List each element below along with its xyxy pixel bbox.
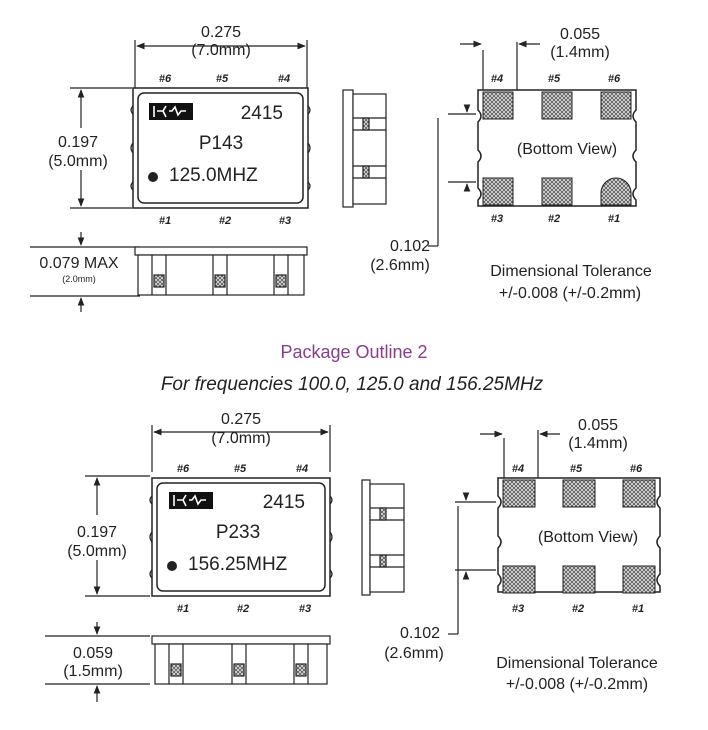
width-mm-label: (7.0mm) xyxy=(191,42,251,59)
pad-pitch-dimension xyxy=(460,40,540,90)
pin-3-label: #3 xyxy=(279,215,291,227)
pad-spacing-mm-label-2: (2.6mm) xyxy=(384,645,444,662)
bv-pin-6-label: #6 xyxy=(608,73,621,85)
width-mm-label-2: (7.0mm) xyxy=(211,430,271,447)
height-inch-label-2: 0.197 xyxy=(77,524,117,541)
height-mm-label: (5.0mm) xyxy=(48,153,108,170)
pad-pitch-inch-label-2: 0.055 xyxy=(578,417,618,434)
height-inch-label: 0.197 xyxy=(58,134,98,151)
pad-spacing-mm-label: (2.6mm) xyxy=(370,257,430,274)
pad-pitch-dimension-2 xyxy=(480,430,560,478)
outline-1: 0.275 (7.0mm) #6 #5 #4 0.197 (5.0mm) xyxy=(30,24,652,312)
tolerance-value: +/-0.008 (+/-0.2mm) xyxy=(499,285,641,302)
pad-spacing-inch-label-2: 0.102 xyxy=(400,625,440,642)
height-mm-label-2: (5.0mm) xyxy=(67,543,127,560)
pin-3-label-2: #3 xyxy=(299,603,311,615)
pin-1-dot xyxy=(148,172,158,182)
bv-pin-2-label-2: #2 xyxy=(572,603,584,615)
top-view-package-2: 2415 P233 156.25MHZ xyxy=(149,477,333,597)
side-view-vertical xyxy=(342,89,387,208)
bottom-view-label-2: (Bottom View) xyxy=(538,529,638,546)
section-heading: Package Outline 2 xyxy=(280,342,427,362)
bv-pin-4-label: #4 xyxy=(491,73,503,85)
pin-2-label: #2 xyxy=(219,215,231,227)
width-inch-label: 0.275 xyxy=(201,24,241,41)
pin-1-label: #1 xyxy=(159,215,171,227)
thickness-mm-label: (2.0mm) xyxy=(62,274,96,284)
chip-line-2: P143 xyxy=(199,133,243,154)
width-dimension-2 xyxy=(151,425,331,472)
side-view-vertical-2 xyxy=(361,479,405,596)
side-view-horizontal-2 xyxy=(151,635,331,685)
chip-line-3-2: 156.25MHZ xyxy=(188,554,288,575)
pin-5-label: #5 xyxy=(216,73,229,85)
bottom-view-package xyxy=(477,89,637,207)
pin-1-label-2: #1 xyxy=(177,603,189,615)
pin-4-label: #4 xyxy=(278,73,290,85)
bottom-view-label: (Bottom View) xyxy=(517,141,617,158)
pin-6-label: #6 xyxy=(159,73,172,85)
top-view-package: 2415 P143 125.0MHZ xyxy=(130,87,311,209)
side-view-horizontal xyxy=(134,246,308,296)
bv-pin-4-label-2: #4 xyxy=(512,463,524,475)
chip-line-1-2: 2415 xyxy=(263,492,305,513)
pad-pitch-mm-label-2: (1.4mm) xyxy=(568,435,628,452)
pad-pitch-inch-label: 0.055 xyxy=(560,26,600,43)
pad-spacing-dimension xyxy=(428,104,476,247)
pin-6-label-2: #6 xyxy=(177,463,190,475)
bv-pin-3-label-2: #3 xyxy=(512,603,524,615)
pad-spacing-dimension-2 xyxy=(448,492,496,635)
bv-pin-6-label-2: #6 xyxy=(630,463,643,475)
pin-1-dot-2 xyxy=(167,561,177,571)
pin-2-label-2: #2 xyxy=(237,603,249,615)
width-dimension xyxy=(134,40,308,90)
bv-pin-2-label: #2 xyxy=(548,213,560,225)
pin-4-label-2: #4 xyxy=(296,463,308,475)
bottom-view-package-2 xyxy=(497,477,661,594)
pad-spacing-inch-label: 0.102 xyxy=(390,238,430,255)
width-inch-label-2: 0.275 xyxy=(221,411,261,428)
pin-5-label-2: #5 xyxy=(234,463,247,475)
tolerance-title-2: Dimensional Tolerance xyxy=(496,655,658,672)
thickness-mm-label-2: (1.5mm) xyxy=(63,663,123,680)
tolerance-title: Dimensional Tolerance xyxy=(490,263,652,280)
bv-pin-1-label-2: #1 xyxy=(632,603,644,615)
bv-pin-3-label: #3 xyxy=(491,213,503,225)
chip-line-1: 2415 xyxy=(241,103,283,124)
tolerance-value-2: +/-0.008 (+/-0.2mm) xyxy=(506,676,648,693)
outline-2: 0.275 (7.0mm) #6 #5 #4 0.197 (5.0mm) 241… xyxy=(45,411,661,702)
height-dimension xyxy=(70,87,132,209)
thickness-dimension-2 xyxy=(45,622,150,702)
section-subheading: For frequencies 100.0, 125.0 and 156.25M… xyxy=(161,374,544,395)
side-pad-marks xyxy=(130,105,311,191)
thickness-label-2: 0.059 xyxy=(73,645,113,662)
bv-pin-5-label-2: #5 xyxy=(570,463,583,475)
thickness-dimension xyxy=(30,232,140,312)
logo-mark xyxy=(149,103,193,120)
pad-pitch-mm-label: (1.4mm) xyxy=(550,44,610,61)
chip-line-3: 125.0MHZ xyxy=(169,165,258,186)
chip-line-2-2: P233 xyxy=(216,522,260,543)
bv-pin-1-label: #1 xyxy=(608,213,620,225)
logo-mark-2 xyxy=(169,492,213,509)
bv-pin-5-label: #5 xyxy=(548,73,561,85)
thickness-label: 0.079 MAX xyxy=(39,255,118,272)
height-dimension-2 xyxy=(85,475,150,597)
